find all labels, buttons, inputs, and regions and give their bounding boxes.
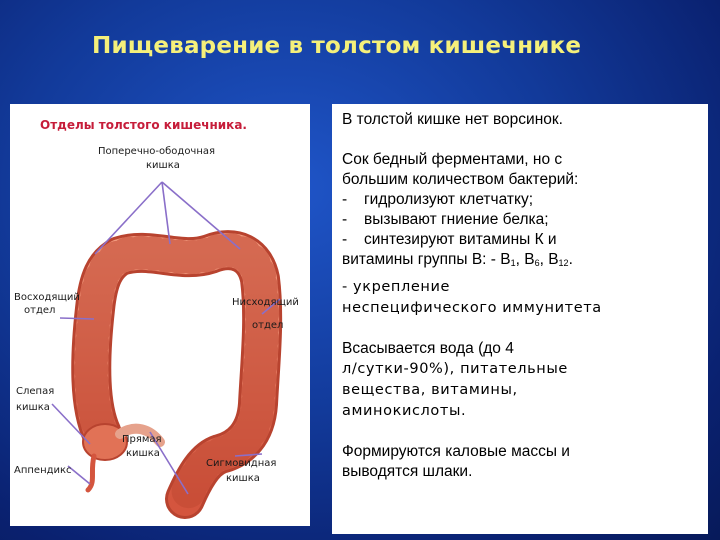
vitamins-b-line: витамины группы В: - В1, В6, В12.: [342, 250, 698, 273]
label-appendix: Аппендикс: [14, 465, 72, 476]
bullet-putrefaction: -вызывают гниение белка;: [342, 210, 698, 230]
bullet-vitamins: -синтезируют витамины К и: [342, 230, 698, 250]
label-cecum-2: кишка: [16, 402, 50, 413]
sub-6: 6: [534, 258, 540, 268]
sep-2: , В: [539, 251, 559, 268]
text-absorb-2: л/сутки-90%), питательные: [342, 361, 568, 377]
label-ascending-1: Восходящий: [14, 292, 80, 303]
vitamins-b-text: витамины группы В: - В: [342, 251, 511, 268]
colon-illustration: [71, 230, 283, 519]
diagram-title: Отделы толстого кишечника.: [40, 118, 247, 132]
label-rectum-1: Прямая: [122, 434, 162, 445]
text-absorb-4: аминокислоты.: [342, 403, 467, 419]
bullet-vitamins-text: синтезируют витамины К и: [364, 231, 557, 248]
text-panel: В толстой кишке нет ворсинок. Сок бедный…: [332, 104, 708, 534]
text-immunity-2: неспецифического иммунитета: [342, 300, 602, 316]
text-juice-2: большим количеством бактерий:: [342, 171, 579, 188]
label-descending-2: отдел: [252, 320, 283, 331]
sub-1: 1: [510, 258, 516, 268]
vitamins-end: .: [568, 251, 573, 268]
sub-12: 12: [558, 258, 569, 268]
label-arrows: [51, 181, 281, 495]
sep-1: , В: [515, 251, 535, 268]
slide-title: Пищеварение в толстом кишечнике: [92, 33, 582, 59]
text-absorb-3: вещества, витамины,: [342, 382, 518, 398]
label-sigmoid-2: кишка: [226, 473, 260, 484]
text-immunity-1: - укрепление: [342, 279, 450, 295]
text-form-1: Формируются каловые массы и: [342, 443, 570, 460]
bullet-dash: -: [342, 231, 348, 248]
bullet-putrefaction-text: вызывают гниение белка;: [364, 211, 549, 228]
label-transverse-1: Поперечно-ободочная: [98, 146, 215, 157]
colon-diagram: Отделы толстого кишечника. Попер: [14, 118, 299, 519]
label-descending-1: Нисходящий: [232, 297, 299, 308]
bullet-cellulose-text: гидролизуют клетчатку;: [364, 191, 534, 208]
text-juice-1: Сок бедный ферментами, но с: [342, 151, 563, 168]
text-no-villi: В толстой кишке нет ворсинок.: [342, 111, 563, 128]
text-absorb-1: Всасывается вода (до 4: [342, 340, 514, 357]
text-form-2: выводятся шлаки.: [342, 463, 473, 480]
bullet-dash: -: [342, 211, 348, 228]
label-sigmoid-1: Сигмовидная: [206, 458, 276, 469]
appendix-shape: [85, 453, 97, 493]
label-ascending-2: отдел: [24, 305, 55, 316]
colon-diagram-panel: Отделы толстого кишечника. Попер: [10, 104, 310, 526]
label-rectum-2: кишка: [126, 448, 160, 459]
label-cecum-1: Слепая: [16, 386, 54, 397]
label-transverse-2: кишка: [146, 160, 180, 171]
bullet-dash: -: [342, 191, 348, 208]
bullet-cellulose: -гидролизуют клетчатку;: [342, 190, 698, 210]
